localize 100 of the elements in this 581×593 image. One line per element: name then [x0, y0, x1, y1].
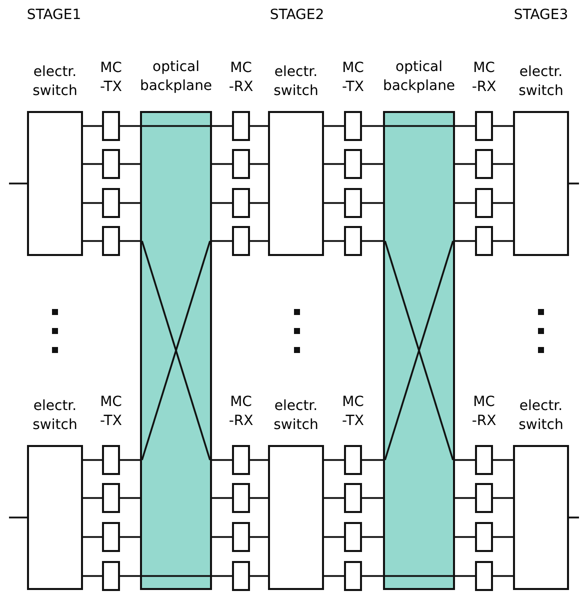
connector-line: [212, 497, 232, 499]
converter-box: [232, 226, 250, 256]
connector-line: [250, 536, 268, 538]
connector-line: [120, 497, 140, 499]
converter-box: [475, 111, 493, 141]
column-heading: MC -RX: [228, 393, 254, 431]
connector-line: [250, 125, 268, 127]
connector-line: [324, 459, 344, 461]
connector-line: [324, 163, 344, 165]
converter-box: [232, 188, 250, 218]
connector-line: [324, 202, 344, 204]
converter-box: [102, 111, 120, 141]
connector-line: [83, 202, 102, 204]
converter-box: [102, 188, 120, 218]
converter-box: [102, 226, 120, 256]
column-heading: MC -TX: [341, 393, 365, 431]
connector-line: [120, 536, 140, 538]
column-heading: optical backplane: [382, 58, 456, 96]
connector-line: [250, 575, 268, 577]
converter-box: [344, 111, 362, 141]
connector-line: [83, 497, 102, 499]
connector-line: [455, 163, 475, 165]
connector-line: [362, 125, 383, 127]
connector-line: [120, 575, 140, 577]
converter-box: [102, 483, 120, 513]
connector-line: [324, 240, 344, 242]
connector-line: [362, 163, 383, 165]
connector-line: [493, 575, 513, 577]
converter-box: [475, 188, 493, 218]
connector-line: [493, 163, 513, 165]
connector-line: [324, 536, 344, 538]
connector-line: [569, 516, 579, 518]
connector-line: [362, 575, 383, 577]
connector-line: [455, 459, 475, 461]
connector-line: [212, 536, 232, 538]
column-heading: MC -RX: [470, 59, 498, 97]
connector-line: [83, 536, 102, 538]
converter-box: [102, 149, 120, 179]
connector-line: [83, 240, 102, 242]
connector-line: [9, 516, 27, 518]
connector-line: [250, 202, 268, 204]
converter-box: [232, 561, 250, 591]
connector-line: [362, 202, 383, 204]
converter-box: [344, 483, 362, 513]
column-heading: MC -RX: [470, 393, 498, 431]
connector-line: [455, 575, 475, 577]
converter-box: [475, 561, 493, 591]
converter-box: [232, 483, 250, 513]
connector-line: [493, 240, 513, 242]
connector-line: [362, 497, 383, 499]
connector-line: [83, 163, 102, 165]
column-heading: electr. switch: [272, 63, 320, 101]
connector-line: [362, 240, 383, 242]
connector-line: [212, 163, 232, 165]
column-heading: electr. switch: [32, 63, 78, 101]
converter-box: [475, 445, 493, 475]
converter-box: [344, 561, 362, 591]
converter-box: [344, 226, 362, 256]
connector-line: [250, 163, 268, 165]
connector-line: [455, 125, 475, 127]
column-heading: MC -TX: [341, 59, 365, 97]
column-heading: optical backplane: [138, 58, 214, 96]
column-heading: electr. switch: [272, 397, 320, 435]
converter-box: [475, 226, 493, 256]
converter-box: [475, 522, 493, 552]
connector-line: [120, 125, 140, 127]
stage-label: STAGE2: [268, 6, 326, 25]
converter-box: [475, 483, 493, 513]
connector-line: [9, 182, 27, 184]
connector-line: [455, 497, 475, 499]
connector-line: [120, 202, 140, 204]
column-heading: electr. switch: [32, 397, 78, 435]
column-heading: electr. switch: [518, 397, 564, 435]
converter-box: [232, 149, 250, 179]
converter-box: [344, 149, 362, 179]
connector-line: [493, 536, 513, 538]
connector-line: [83, 459, 102, 461]
column-heading: MC -TX: [99, 393, 123, 431]
connector-line: [455, 240, 475, 242]
connector-line: [493, 125, 513, 127]
stage-label: STAGE1: [26, 6, 82, 25]
connector-line: [83, 575, 102, 577]
connector-line: [250, 497, 268, 499]
connector-line: [120, 240, 140, 242]
connector-line: [120, 163, 140, 165]
converter-box: [344, 522, 362, 552]
connector-line: [455, 202, 475, 204]
connector-line: [212, 202, 232, 204]
converter-box: [102, 522, 120, 552]
connector-line: [362, 459, 383, 461]
converter-box: [344, 445, 362, 475]
connector-line: [324, 575, 344, 577]
connector-line: [493, 459, 513, 461]
converter-box: [232, 111, 250, 141]
connector-line: [569, 182, 579, 184]
column-heading: electr. switch: [518, 63, 564, 101]
connector-line: [493, 497, 513, 499]
stage-label: STAGE3: [512, 6, 570, 25]
connector-line: [362, 536, 383, 538]
connector-line: [212, 575, 232, 577]
